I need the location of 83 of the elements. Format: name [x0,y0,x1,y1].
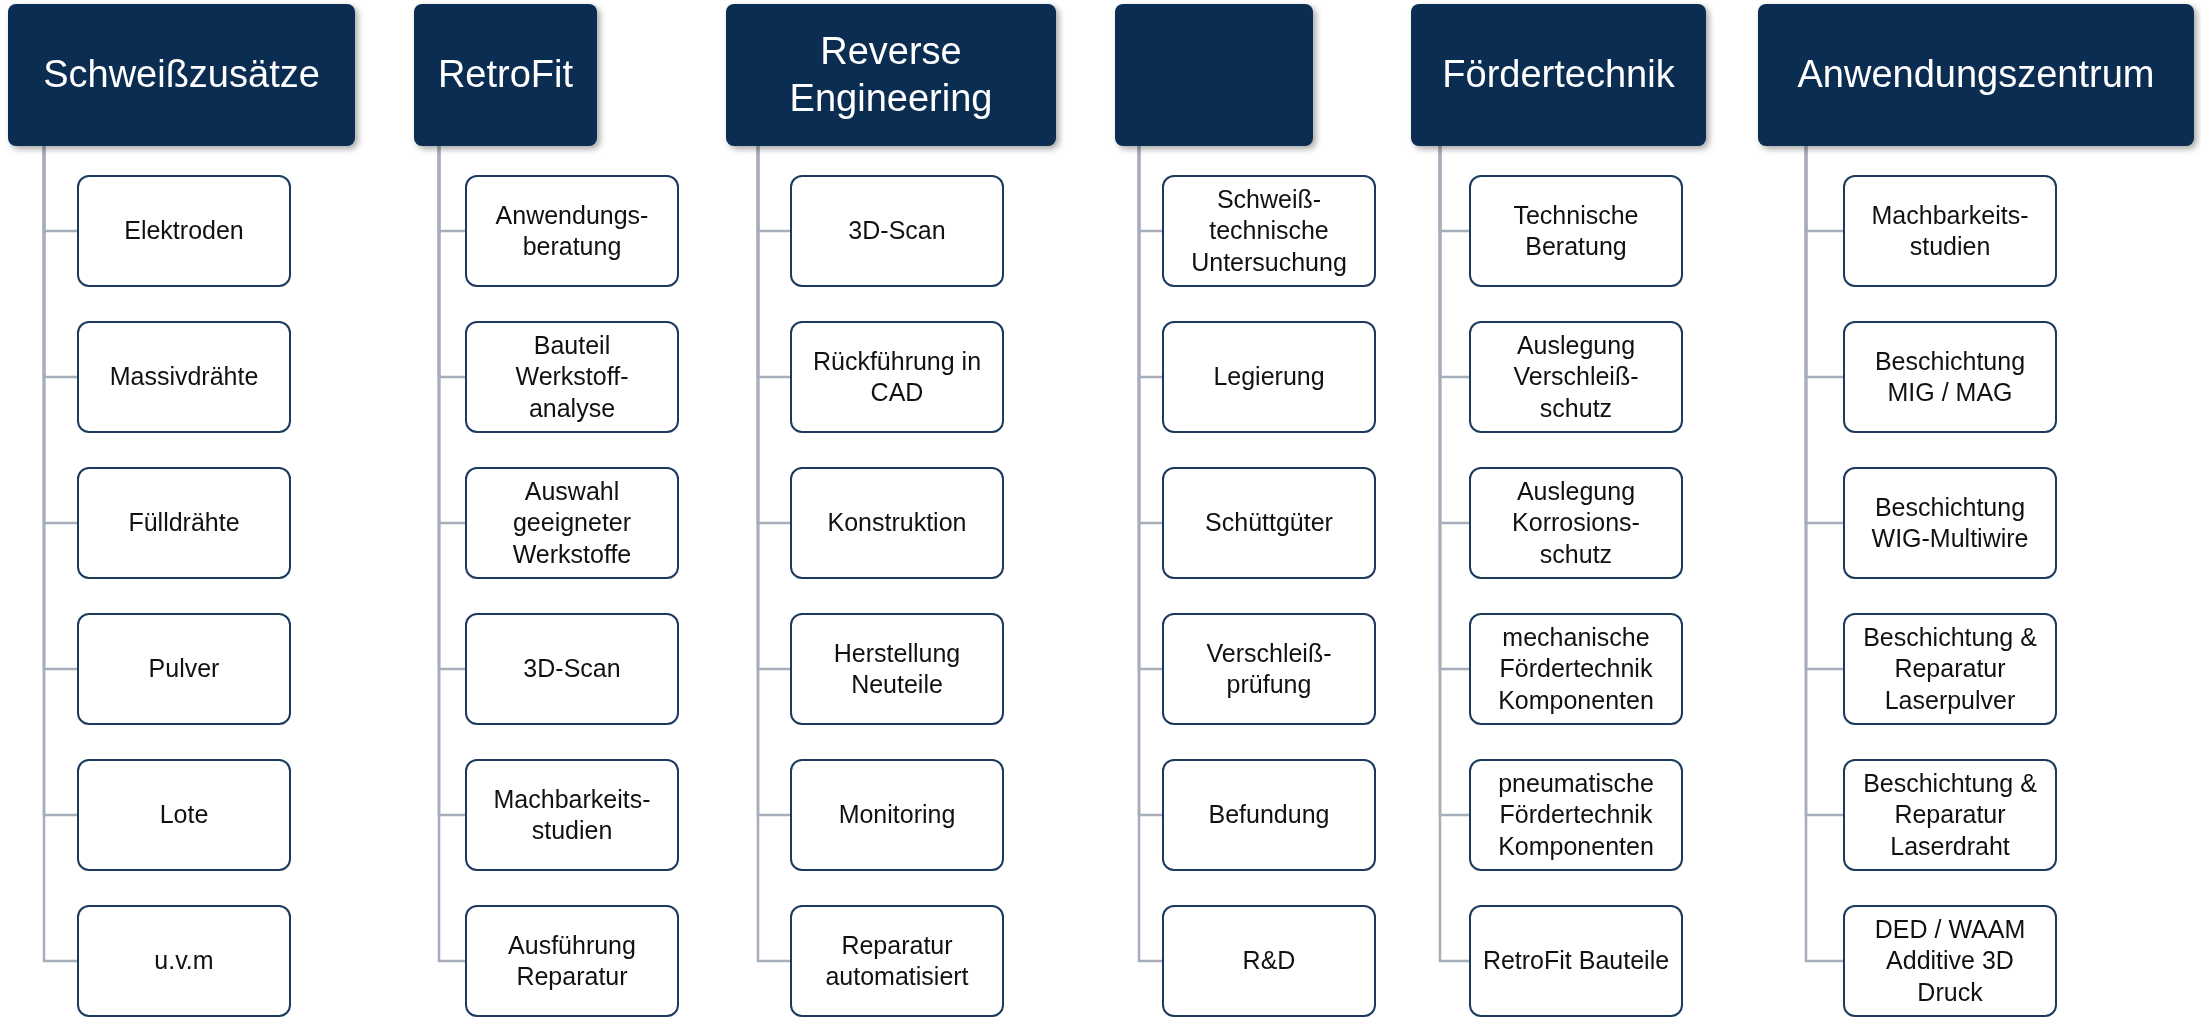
item-box [1843,175,2057,287]
item-text: Rückführung in CAD [811,345,983,408]
header-text: Reverse Engineering [788,28,994,121]
item-box [1843,613,2057,725]
item-box [465,175,679,287]
item-box [1843,321,2057,433]
item-text: Beschichtung & Reparatur Laserpulver [1862,622,2038,716]
item-box [790,759,1004,871]
item-text: Auslegung Korrosions- schutz [1511,476,1641,570]
item-box [790,905,1004,1017]
item-text: Verschleiß- prüfung [1205,637,1333,700]
item-box [1469,613,1683,725]
category-header [726,4,1056,146]
item-box [1162,175,1376,287]
item-text: Bauteil Werkstoff- analyse [514,330,630,424]
item-text: R&D [1242,945,1296,977]
item-text: Machbarkeits- studien [1870,199,2030,262]
item-text: DED / WAAM Additive 3D Druck [1873,914,2027,1008]
item-box [1843,467,2057,579]
item-text: u.v.m [154,945,214,977]
category-header [1758,4,2194,146]
item-text: Massivdrähte [109,361,259,393]
item-text: Konstruktion [827,507,967,539]
item-box [1469,175,1683,287]
item-text: RetroFit Bauteile [1482,945,1670,977]
item-box [465,759,679,871]
item-text: 3D-Scan [848,215,946,247]
item-text: Elektroden [124,215,244,247]
item-box [465,467,679,579]
item-text: Auswahl geeigneter Werkstoffe [511,476,633,570]
category-header [414,4,597,146]
item-text: Technische Beratung [1512,199,1640,262]
item-text: mechanische Fördertechnik Komponenten [1497,622,1655,716]
item-box [1469,321,1683,433]
item-text: Schüttgüter [1205,507,1333,539]
item-box [77,321,291,433]
item-box [1843,759,2057,871]
item-box [77,467,291,579]
header-text: Schweißzusätze [43,52,320,98]
item-box [465,613,679,725]
item-box [1162,759,1376,871]
item-text: Monitoring [838,799,956,831]
item-text: Auslegung Verschleiß- schutz [1512,330,1640,424]
item-box [1162,467,1376,579]
item-box [465,905,679,1017]
item-text: Legierung [1213,361,1325,393]
item-box [1162,613,1376,725]
item-text: Reparatur automatisiert [824,929,970,992]
category-header [8,4,355,146]
header-text: Anwendungszentrum [1797,52,2155,98]
item-box [1843,905,2057,1017]
item-text: Pulver [148,653,220,685]
item-text: Befundung [1208,799,1330,831]
item-box [1469,759,1683,871]
header-text: RetroFit [437,52,574,98]
item-text: Fülldrähte [128,507,240,539]
item-box [77,613,291,725]
item-text: Beschichtung MIG / MAG [1873,345,2027,408]
item-box [1469,467,1683,579]
item-text: Beschichtung & Reparatur Laserdraht [1862,768,2038,862]
item-text: pneumatische Fördertechnik Komponenten [1497,768,1655,862]
item-text: Machbarkeits- studien [492,783,652,846]
item-box [77,175,291,287]
item-text: 3D-Scan [523,653,621,685]
item-box [77,905,291,1017]
item-text: Lote [159,799,209,831]
header-text: Fördertechnik [1442,52,1675,98]
item-text: Ausführung Reparatur [507,929,637,992]
item-box [1162,905,1376,1017]
item-box [1469,905,1683,1017]
item-box [77,759,291,871]
item-box [790,613,1004,725]
item-text: Beschichtung WIG-Multiwire [1870,491,2030,554]
category-header [1411,4,1706,146]
item-box [790,175,1004,287]
item-text: Schweiß- technische Untersuchung [1190,184,1348,278]
item-text: Herstellung Neuteile [832,637,962,700]
item-box [790,321,1004,433]
category-header [1115,4,1313,146]
item-text: Anwendungs- beratung [494,199,650,262]
item-box [465,321,679,433]
item-box [1162,321,1376,433]
item-box [790,467,1004,579]
